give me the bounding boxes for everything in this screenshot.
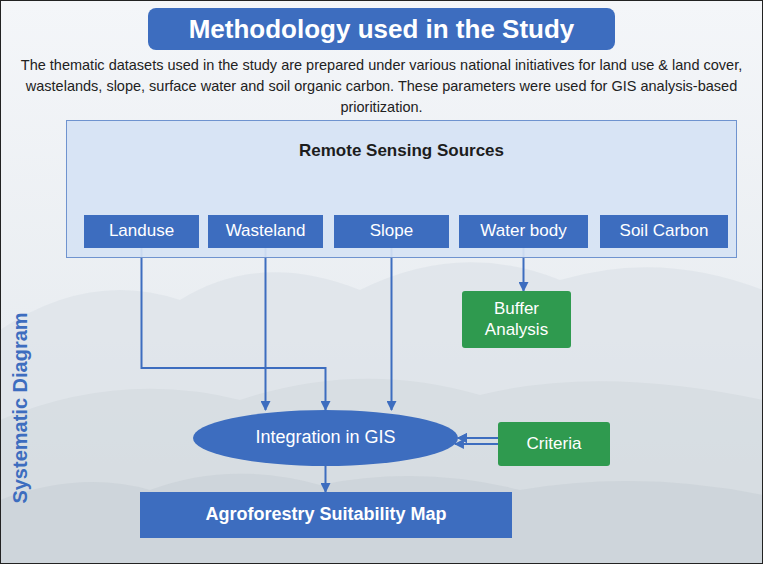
process-ellipse: Integration in GIS (193, 410, 458, 466)
dataset-box: Slope (334, 215, 449, 248)
flow-arrow (142, 248, 326, 410)
flow-arrow (265, 248, 267, 410)
dataset-box: Soil Carbon (600, 215, 728, 248)
dataset-box: Wasteland (208, 215, 323, 248)
node-label: Integration in GIS (255, 427, 395, 449)
node-label: Water body (480, 221, 566, 241)
node-label: Soil Carbon (620, 221, 709, 241)
node-label: Slope (370, 221, 413, 241)
process-box: Buffer Analysis (462, 291, 571, 348)
output-box: Agroforestry Suitability Map (140, 492, 512, 538)
side-label: Systematic Diagram (9, 312, 32, 503)
node-label: Wasteland (226, 221, 306, 241)
source-panel: Remote Sensing SourcesLanduse Wasteland Sl… (66, 120, 737, 258)
dataset-box: Landuse (84, 215, 199, 248)
intro-text: The thematic datasets used in the study … (10, 55, 753, 118)
title-banner: Methodology used in the Study (148, 8, 615, 50)
panel-heading: Remote Sensing Sources (67, 141, 736, 161)
node-label: Agroforestry Suitability Map (205, 504, 446, 526)
node-label: Landuse (109, 221, 174, 241)
flow-arrow (391, 248, 393, 410)
flow-arrow (325, 466, 327, 492)
node-label: Buffer Analysis (470, 299, 563, 340)
node-label: Criteria (527, 434, 582, 454)
flow-arrow (455, 443, 498, 445)
title-text: Methodology used in the Study (189, 14, 575, 45)
process-box: Criteria (498, 422, 610, 466)
dataset-box: Water body (459, 215, 588, 248)
